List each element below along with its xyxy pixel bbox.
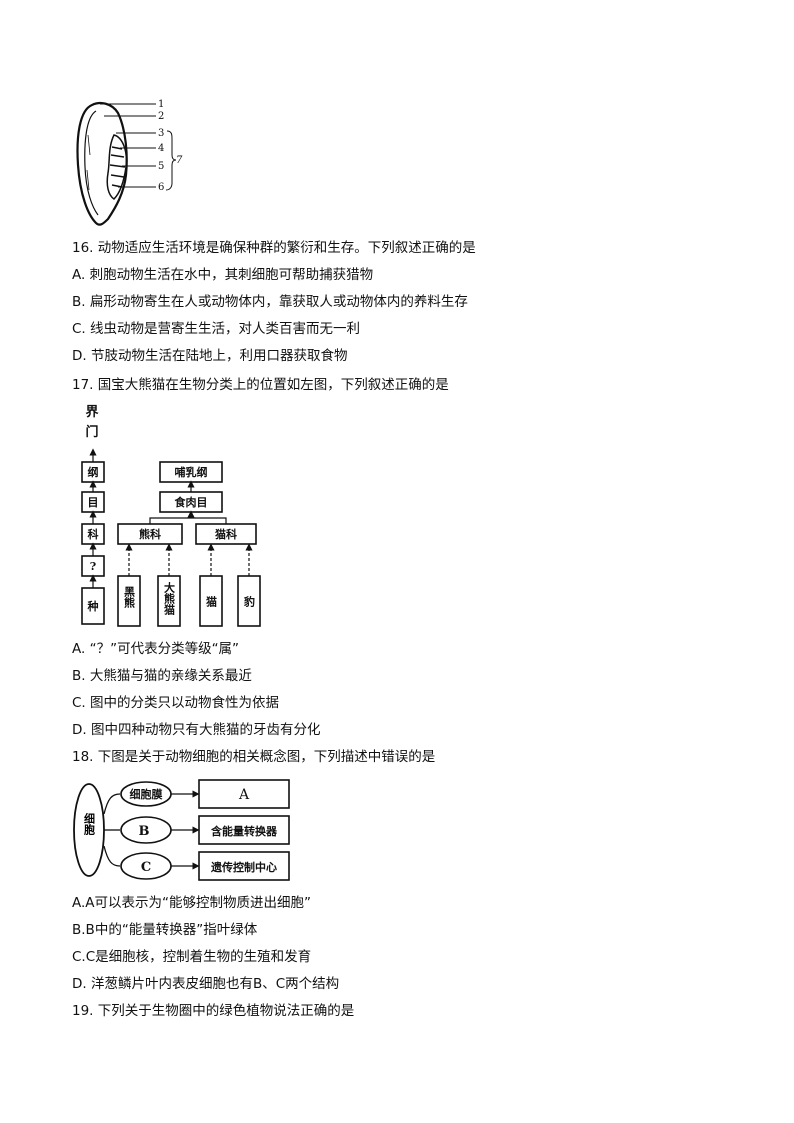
cell-root-label: 细胞: [83, 812, 96, 836]
q18-option-d: D. 洋葱鳞片叶内表皮细胞也有B、C两个结构: [72, 976, 340, 992]
q16-option-b: B. 扁形动物寄生在人或动物体内，靠获取人或动物体内的养料生存: [72, 294, 468, 310]
seed-label-6: 6: [158, 182, 164, 193]
embryo: [106, 134, 128, 200]
seed-label-1: 1: [158, 99, 164, 110]
q18-option-c: C.C是细胞核，控制着生物的生殖和发育: [72, 949, 312, 965]
species-giant-panda: 大熊猫: [163, 581, 176, 616]
ursidae-box: 熊科: [139, 527, 161, 541]
taxonomy-species: 种: [87, 599, 99, 613]
seed-bracket-label: 7: [176, 155, 183, 166]
seed-label-4: 4: [158, 143, 164, 154]
q16-stem: 16. 动物适应生活环境是确保种群的繁衍和生存。下列叙述正确的是: [72, 240, 476, 256]
seed-bracket: [165, 130, 177, 191]
q16-option-c: C. 线虫动物是营寄生生活，对人类百害而无一利: [72, 321, 361, 337]
taxonomy-top-mark: 界: [85, 404, 98, 420]
seed-structure-figure: 1 2 3 4 5 6 7: [76, 99, 183, 226]
q16-option-d: D. 节肢动物生活在陆地上，利用口器获取食物: [72, 348, 348, 364]
seed-label-3: 3: [158, 128, 164, 139]
box-genetic-control-center: 遗传控制中心: [210, 860, 277, 874]
box-a: A: [238, 787, 250, 803]
q19-stem: 19. 下列关于生物圈中的绿色植物说法正确的是: [72, 1003, 355, 1019]
seed-outline: [76, 102, 128, 226]
q18-option-a: A.A可以表示为“能够控制物质进出细胞”: [72, 895, 312, 911]
taxonomy-class: 纲: [88, 465, 99, 479]
node-cell-membrane: 细胞膜: [130, 787, 163, 801]
q17-stem: 17. 国宝大熊猫在生物分类上的位置如左图，下列叙述正确的是: [72, 377, 449, 393]
seed-label-5: 5: [158, 161, 164, 172]
taxonomy-family: 科: [88, 527, 99, 541]
node-c: C: [141, 860, 151, 875]
taxonomy-diagram: 界 门 纲 目 科 ? 种 哺乳纲 食肉目 熊科 猫科: [81, 404, 261, 627]
taxonomy-unknown-rank: ?: [90, 560, 96, 573]
q17-option-c: C. 图中的分类只以动物食性为依据: [72, 695, 280, 711]
mammalia-box: 哺乳纲: [175, 465, 208, 479]
seed-coat-inner: [84, 110, 99, 216]
carnivora-box: 食肉目: [175, 495, 208, 509]
q18-option-b: B.B中的“能量转换器”指叶绿体: [72, 922, 258, 938]
q17-option-d: D. 图中四种动物只有大熊猫的牙齿有分化: [72, 722, 321, 738]
q17-option-b: B. 大熊猫与猫的亲缘关系最近: [72, 668, 252, 684]
seed-label-2: 2: [158, 111, 164, 122]
cell-concept-map: 细胞 细胞膜 B C A 含能量转换器 遗传控制中心: [73, 779, 290, 881]
taxonomy-order: 目: [88, 496, 99, 509]
q18-stem: 18. 下图是关于动物细胞的相关概念图，下列描述中错误的是: [72, 749, 436, 765]
box-energy-converter: 含能量转换器: [210, 824, 278, 838]
q17-option-a: A. “？”可代表分类等级“属”: [72, 641, 240, 657]
species-cat: 猫: [205, 595, 218, 608]
q16-option-a: A. 刺胞动物生活在水中，其刺细胞可帮助捕获猎物: [72, 267, 374, 283]
species-black-bear: 黑熊: [123, 586, 136, 609]
felidae-box: 猫科: [215, 527, 237, 541]
taxonomy-phylum: 门: [85, 424, 98, 440]
node-b: B: [139, 824, 150, 839]
species-leopard: 豹: [243, 595, 257, 608]
